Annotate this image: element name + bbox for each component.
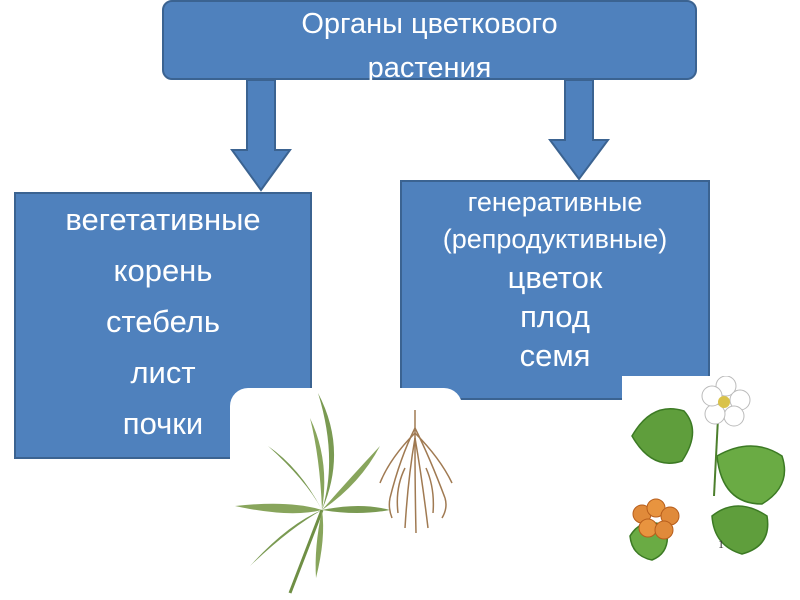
organ-item-flower: цветок — [507, 260, 603, 295]
root-system-icon — [379, 410, 453, 534]
title-line-2: растения — [367, 52, 492, 84]
generative-heading-line-1: генеративные — [467, 187, 643, 217]
flower-icon — [701, 376, 751, 497]
arrow-to-vegetative — [230, 79, 292, 192]
illustration-number: 1 — [718, 537, 724, 551]
organ-item-root: корень — [113, 253, 213, 288]
title-box: Органы цветкового растения — [162, 0, 697, 84]
organ-item-stem: стебель — [105, 304, 221, 339]
palmate-leaf-icon — [235, 393, 390, 594]
berry-icon — [632, 498, 680, 540]
generative-organs-box: генеративные (репродуктивные) цветок пло… — [400, 180, 710, 400]
organ-item-leaf: лист — [130, 355, 196, 390]
organ-item-fruit: плод — [520, 299, 590, 334]
leaf-icon — [629, 408, 786, 561]
title-line-1: Органы цветкового — [301, 8, 558, 40]
generative-heading-line-2: (репродуктивные) — [442, 224, 668, 254]
arrow-to-generative — [548, 79, 610, 181]
organ-item-buds: почки — [122, 406, 204, 441]
leaf-and-root-illustration — [230, 388, 462, 600]
vegetative-organs-box: вегетативные корень стебель лист почки — [14, 192, 312, 459]
cloudberry-plant-illustration: 1 — [622, 376, 800, 570]
organ-item-seed: семя — [519, 338, 591, 373]
vegetative-heading: вегетативные — [65, 202, 261, 237]
